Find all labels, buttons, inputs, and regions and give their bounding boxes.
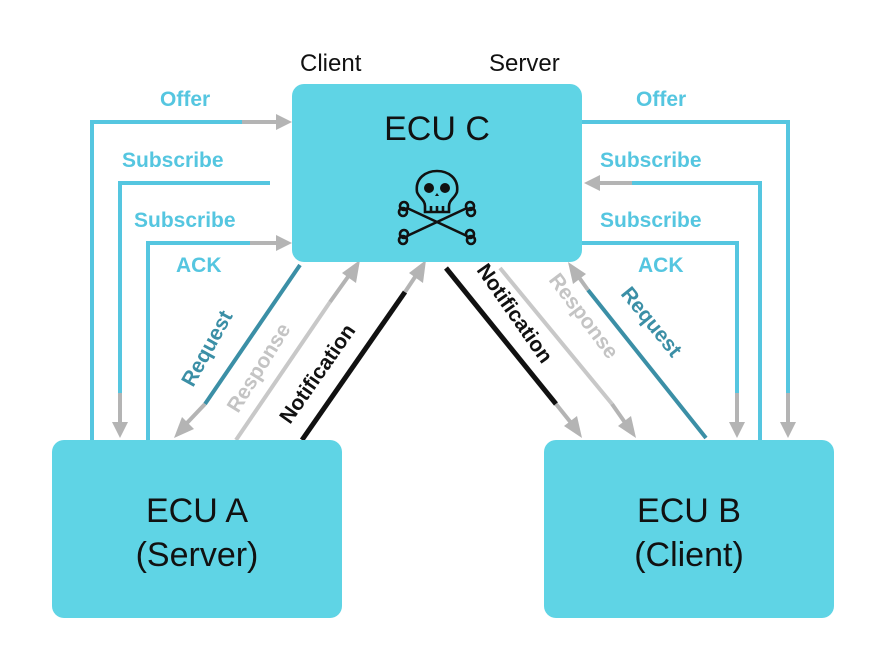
ecu-b-role: (Client) (634, 536, 744, 574)
ecu-c-title: ECU C (384, 110, 490, 148)
left-request-connector (174, 263, 302, 438)
ecu-a-role: (Server) (136, 536, 259, 574)
client-role-label: Client (300, 50, 362, 77)
skull-crossbones-icon (397, 169, 477, 246)
right-subscribe-label: Subscribe (600, 149, 702, 172)
left-subscribe-connector (112, 181, 270, 438)
ecu-b-box: ECU B (Client) (544, 440, 834, 618)
right-request-connector (568, 262, 708, 440)
right-subscribe-ack-label-2: ACK (638, 254, 684, 277)
left-request-label: Request (177, 307, 237, 391)
right-subscribe-ack-label-1: Subscribe (600, 209, 702, 232)
ecu-b-title: ECU B (637, 492, 741, 530)
right-subscribe-connector (584, 175, 762, 442)
right-response-connector (498, 266, 636, 438)
left-subscribe-ack-label-2: ACK (176, 254, 222, 277)
right-offer-connector (582, 120, 796, 438)
right-notification-connector (444, 266, 582, 438)
ecu-a-title: ECU A (146, 492, 248, 530)
left-notification-connector (299, 260, 426, 442)
ecu-a-box: ECU A (Server) (52, 440, 342, 618)
server-role-label: Server (489, 50, 560, 77)
left-response-connector (234, 260, 360, 442)
left-subscribe-label: Subscribe (122, 149, 224, 172)
left-subscribe-ack-connector (146, 235, 292, 442)
left-offer-connector (90, 114, 292, 442)
ecu-c-box: ECU C (292, 84, 582, 262)
left-offer-label: Offer (160, 88, 210, 111)
right-subscribe-ack-connector (582, 241, 745, 438)
right-request-label: Request (616, 283, 686, 362)
right-offer-label: Offer (636, 88, 686, 111)
left-subscribe-ack-label-1: Subscribe (134, 209, 236, 232)
